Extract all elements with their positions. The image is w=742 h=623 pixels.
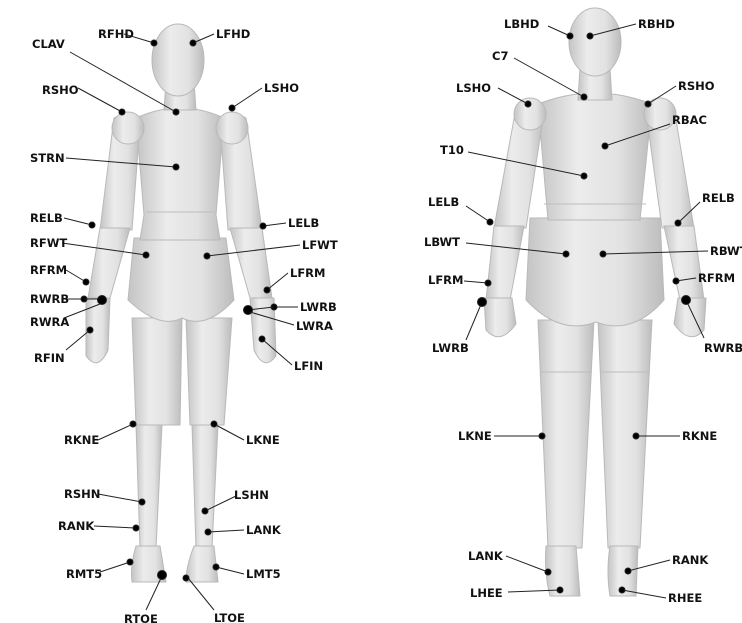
front-pelvis bbox=[128, 238, 234, 321]
back-pelvis bbox=[526, 218, 664, 326]
marker-label-lank: LANK bbox=[468, 549, 504, 563]
marker-label-rbwt: RBWT bbox=[710, 244, 742, 258]
marker-label-lelb: LELB bbox=[428, 195, 459, 209]
marker-label-lfhd: LFHD bbox=[216, 27, 250, 41]
back-left-forearm bbox=[486, 226, 524, 300]
marker-label-rfrm: RFRM bbox=[698, 271, 735, 285]
front-right-forearm bbox=[88, 228, 130, 298]
marker-label-lmt5: LMT5 bbox=[246, 567, 281, 581]
marker-label-rank: RANK bbox=[672, 553, 709, 567]
back-right-leg bbox=[598, 320, 652, 548]
marker-label-c7: C7 bbox=[492, 49, 508, 63]
marker-label-rfin: RFIN bbox=[34, 351, 65, 365]
marker-label-lsho: LSHO bbox=[456, 81, 491, 95]
marker-label-rwrb: RWRB bbox=[704, 341, 742, 355]
marker-label-lbhd: LBHD bbox=[504, 17, 539, 31]
front-torso bbox=[136, 108, 224, 240]
back-figure bbox=[484, 8, 706, 596]
front-left-shin bbox=[192, 425, 218, 548]
marker-label-t10: T10 bbox=[440, 143, 464, 157]
marker-label-rmt5: RMT5 bbox=[66, 567, 102, 581]
marker-label-lshn: LSHN bbox=[234, 488, 269, 502]
front-left-thigh bbox=[186, 318, 232, 425]
marker-label-rwrb: RWRB bbox=[30, 292, 69, 306]
front-right-shin bbox=[136, 425, 162, 548]
marker-label-lbwt: LBWT bbox=[424, 235, 460, 249]
marker-label-lfin: LFIN bbox=[294, 359, 323, 373]
marker-label-rbac: RBAC bbox=[672, 113, 707, 127]
front-right-thigh bbox=[132, 318, 182, 425]
marker-label-rsho: RSHO bbox=[42, 83, 79, 97]
back-right-forearm bbox=[664, 226, 704, 300]
front-right-shoulder bbox=[112, 112, 144, 144]
marker-label-rshn: RSHN bbox=[64, 487, 100, 501]
marker-label-lwrb: LWRB bbox=[300, 300, 337, 314]
marker-label-rank: RANK bbox=[58, 519, 95, 533]
marker-label-rfwt: RFWT bbox=[30, 236, 67, 250]
marker-label-rbhd: RBHD bbox=[638, 17, 675, 31]
marker-label-lfrm: LFRM bbox=[290, 266, 325, 280]
marker-label-strn: STRN bbox=[30, 151, 65, 165]
marker-label-lhee: LHEE bbox=[470, 586, 503, 600]
marker-label-lwrb: LWRB bbox=[432, 341, 469, 355]
back-head bbox=[569, 8, 621, 76]
back-left-hand bbox=[484, 298, 516, 337]
marker-label-rfrm: RFRM bbox=[30, 263, 67, 277]
back-left-leg bbox=[538, 320, 594, 548]
marker-label-lfwt: LFWT bbox=[302, 238, 338, 252]
marker-label-lank: LANK bbox=[246, 523, 282, 537]
marker-label-ltoe: LTOE bbox=[214, 611, 245, 623]
front-head bbox=[152, 24, 204, 96]
marker-label-relb: RELB bbox=[702, 191, 735, 205]
marker-label-lkne: LKNE bbox=[246, 433, 280, 447]
marker-label-relb: RELB bbox=[30, 211, 63, 225]
marker-label-clav: CLAV bbox=[32, 37, 65, 51]
marker-label-lsho: LSHO bbox=[264, 81, 299, 95]
marker-label-rkne: RKNE bbox=[682, 429, 717, 443]
front-left-foot bbox=[186, 546, 218, 582]
back-torso bbox=[538, 93, 652, 220]
front-left-shoulder bbox=[216, 112, 248, 144]
marker-label-rfhd: RFHD bbox=[98, 27, 134, 41]
marker-label-rsho: RSHO bbox=[678, 79, 715, 93]
marker-label-lelb: LELB bbox=[288, 216, 319, 230]
marker-label-lfrm: LFRM bbox=[428, 273, 463, 287]
marker-label-rwra: RWRA bbox=[30, 315, 69, 329]
marker-label-rkne: RKNE bbox=[64, 433, 99, 447]
marker-label-lkne: LKNE bbox=[458, 429, 492, 443]
marker-label-lwra: LWRA bbox=[296, 319, 333, 333]
marker-label-rhee: RHEE bbox=[668, 591, 702, 605]
marker-label-rtoe: RTOE bbox=[124, 612, 158, 623]
